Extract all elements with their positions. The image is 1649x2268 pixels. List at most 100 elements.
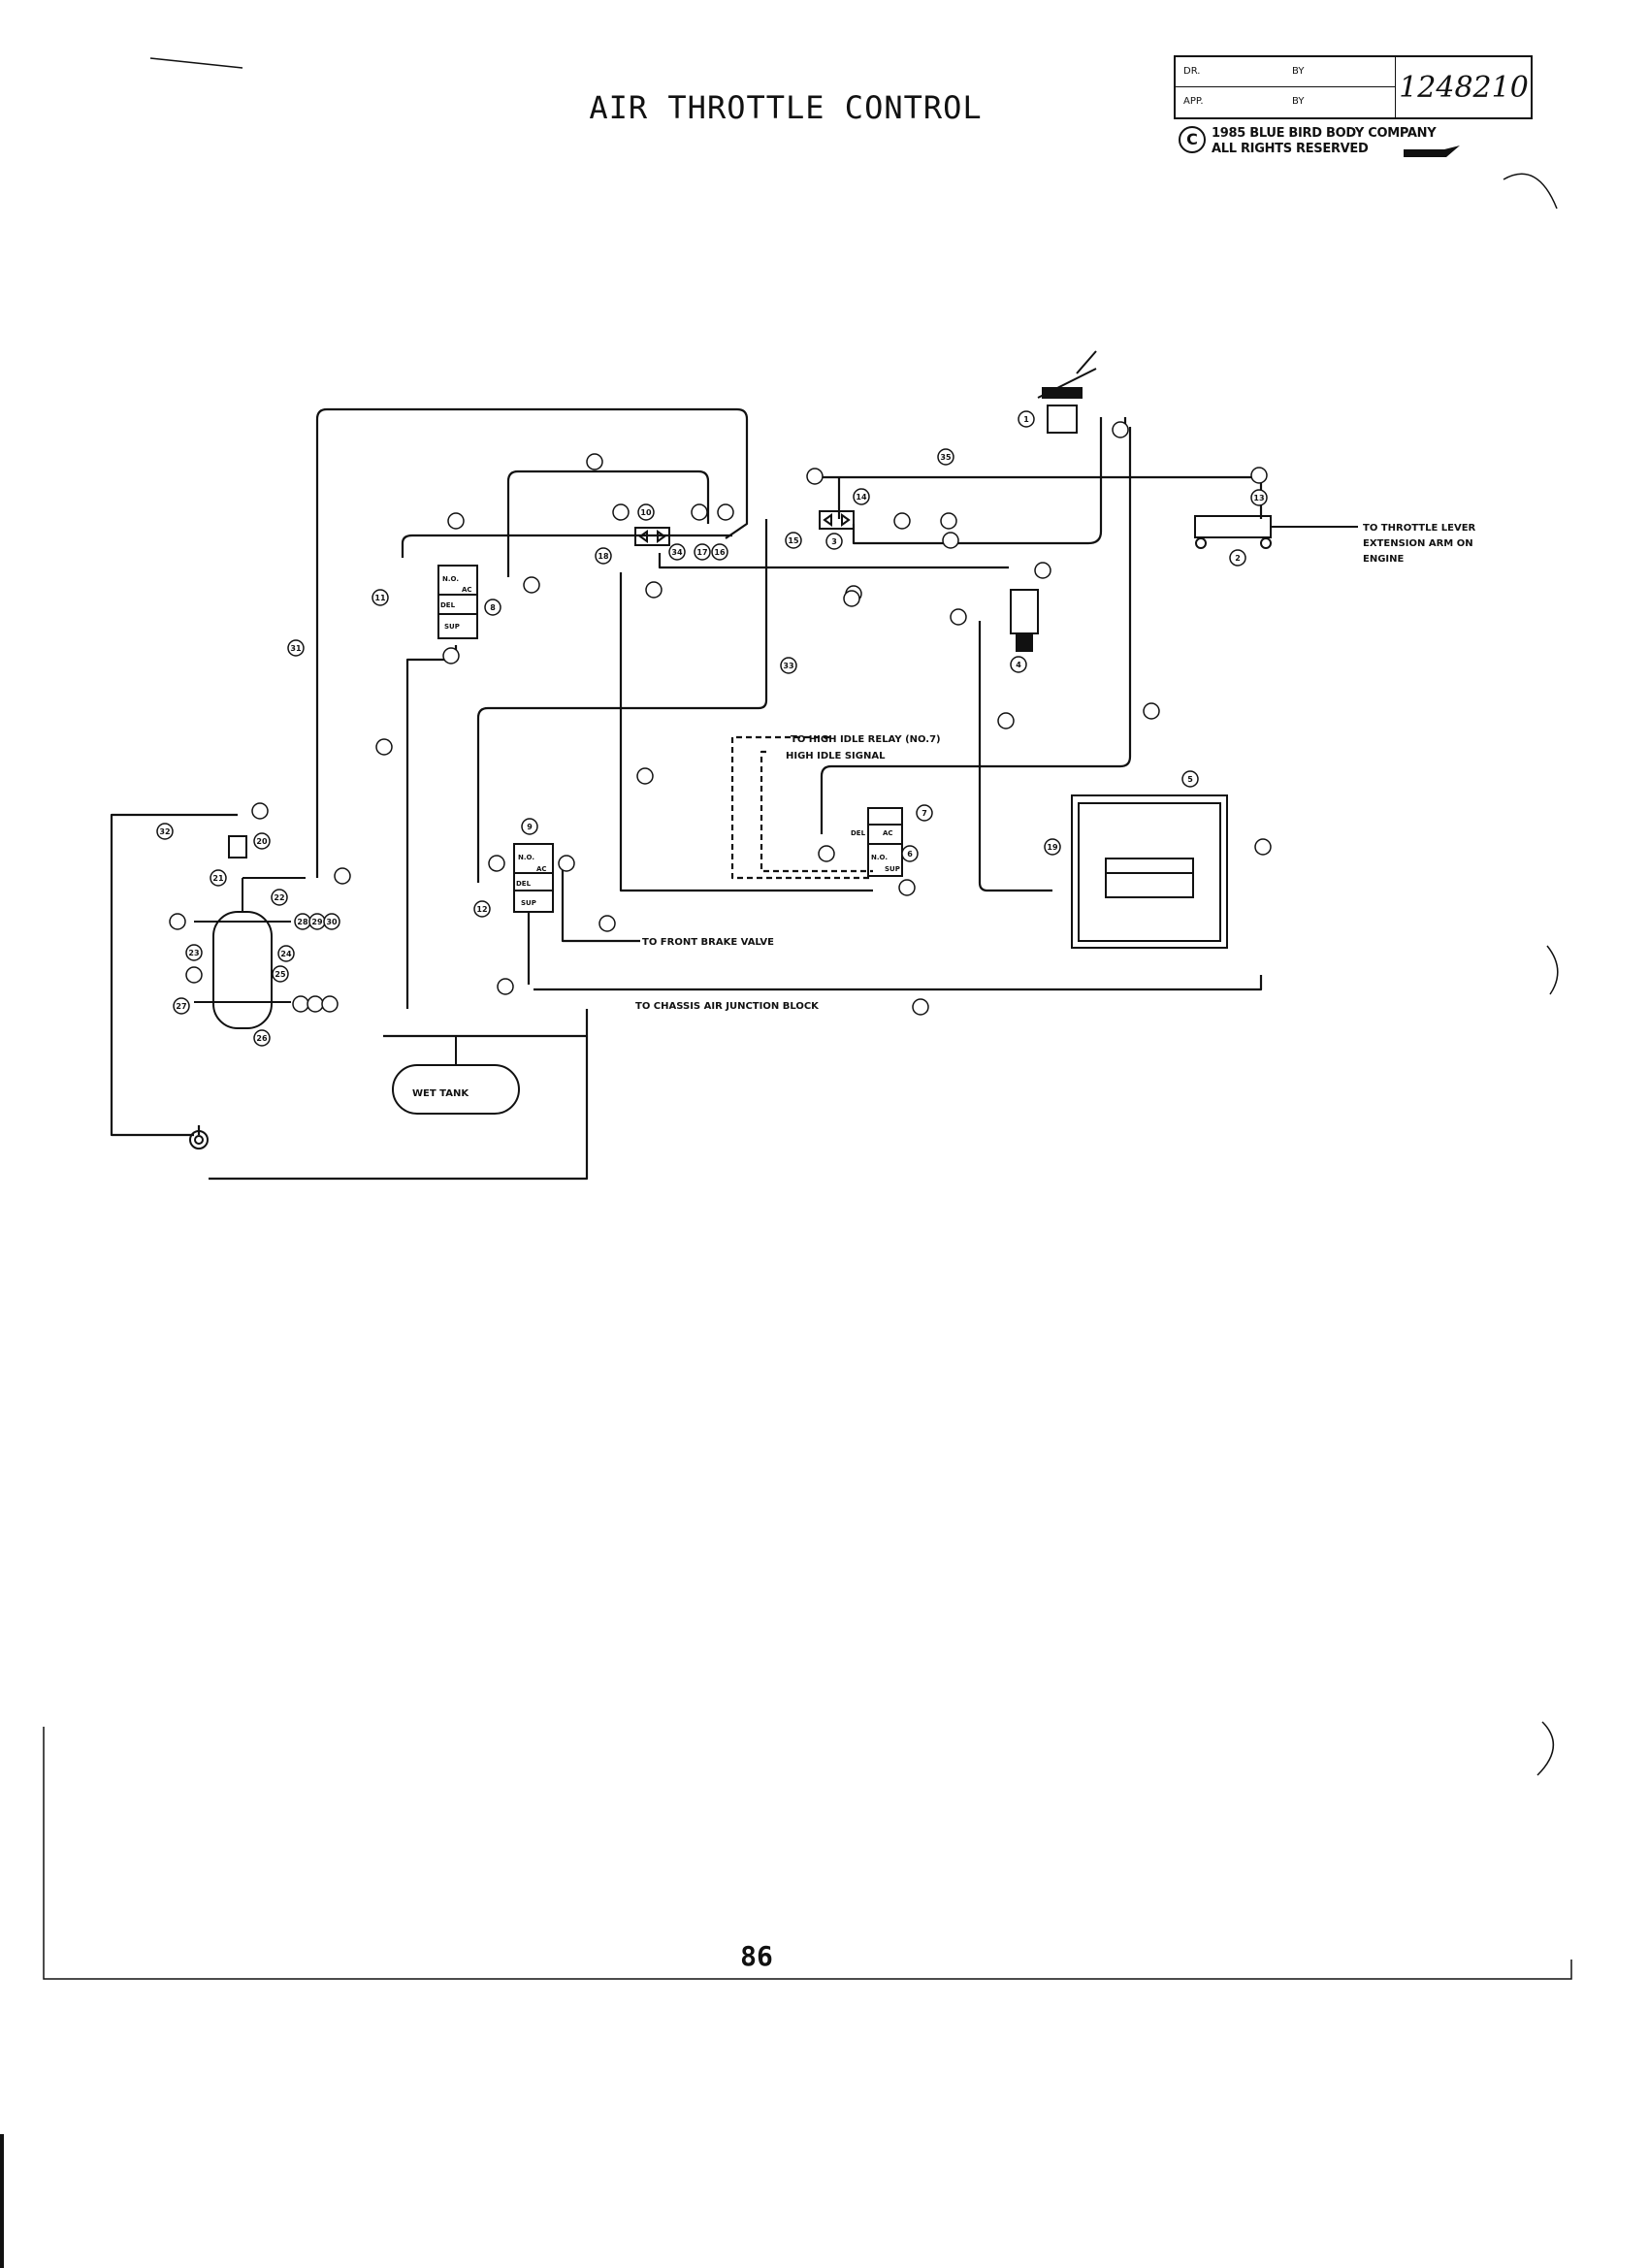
valve-8-del-mark: DEL xyxy=(440,601,456,609)
callout-13: 13 xyxy=(1253,494,1264,502)
callout-30: 30 xyxy=(326,918,338,926)
callout-32: 32 xyxy=(159,827,170,836)
callout-15: 15 xyxy=(788,536,799,545)
copyright-symbol: C xyxy=(1179,126,1206,153)
callout-14: 14 xyxy=(856,493,867,502)
treadle-valve xyxy=(1037,350,1097,434)
line-32 xyxy=(110,813,238,1137)
air-dryer-assembly xyxy=(194,835,306,1029)
high-idle-signal-line xyxy=(760,750,873,873)
double-check-valve-left xyxy=(634,527,670,546)
page-title: AIR THROTTLE CONTROL xyxy=(589,89,983,126)
valve-8-no-mark: N.O. xyxy=(442,575,459,583)
compressor xyxy=(189,1130,209,1150)
callout-2: 2 xyxy=(1235,554,1241,563)
callout-22: 22 xyxy=(274,893,284,902)
valve-8-ac-mark: AC xyxy=(462,586,472,594)
title-block-app-row: APP. BY xyxy=(1176,87,1395,117)
high-idle-signal-label: HIGH IDLE SIGNAL xyxy=(786,751,886,761)
callout-31: 31 xyxy=(290,644,302,653)
callout-25: 25 xyxy=(275,970,286,979)
dr-by-label: BY xyxy=(1292,66,1305,77)
logo-arrow-icon xyxy=(1404,146,1460,157)
callout-21: 21 xyxy=(212,874,224,883)
line-wet-tank-supply xyxy=(383,1009,589,1038)
line-to-front-brake xyxy=(561,863,640,943)
callout-24: 24 xyxy=(280,950,292,958)
valve-6-ac-mark: AC xyxy=(883,829,893,837)
high-idle-relay-label: TO HIGH IDLE RELAY (NO.7) xyxy=(791,734,941,745)
callout-10: 10 xyxy=(640,508,652,517)
relay-valve-8 xyxy=(437,565,478,639)
copyright-line-1: 1985 BLUE BIRD BODY COMPANY xyxy=(1212,126,1437,141)
line-31-horizontal xyxy=(658,553,1009,569)
callout-6: 6 xyxy=(907,850,913,859)
callout-17: 17 xyxy=(696,548,707,557)
valve-6-del-mark: DEL xyxy=(851,829,866,837)
high-idle-relay-line xyxy=(730,735,873,880)
valve-9-sup-mark: SUP xyxy=(521,899,536,907)
callout-12: 12 xyxy=(476,905,487,914)
throttle-cylinder xyxy=(1194,515,1358,549)
valve-6-sup-mark: SUP xyxy=(885,865,900,873)
valve-9-ac-mark: AC xyxy=(536,865,547,873)
valve-9-no-mark: N.O. xyxy=(518,854,534,861)
page-border xyxy=(0,57,1572,2268)
throttle-lever-label-1: TO THROTTLE LEVER xyxy=(1363,523,1476,534)
line-33 xyxy=(476,519,768,883)
callout-4: 4 xyxy=(1016,661,1021,669)
callout-34: 34 xyxy=(671,548,683,557)
line-31-down xyxy=(619,572,873,892)
page-number: 86 xyxy=(740,1940,773,1972)
relay-valve-6 xyxy=(867,807,903,877)
callout-20: 20 xyxy=(256,837,268,846)
callout-3: 3 xyxy=(831,537,837,546)
line-31-top-loop xyxy=(315,407,749,878)
chassis-air-junction-label: TO CHASSIS AIR JUNCTION BLOCK xyxy=(635,1001,820,1012)
wet-tank xyxy=(392,1036,520,1115)
valve-6-no-mark: N.O. xyxy=(871,854,888,861)
callout-35: 35 xyxy=(940,453,952,462)
line-31-right xyxy=(852,417,1103,545)
line-31-chassis xyxy=(534,975,1263,991)
line-compressor-return xyxy=(209,1036,589,1181)
line-31-high-idle xyxy=(820,417,1132,834)
callout-27: 27 xyxy=(176,1002,186,1011)
app-label: APP. xyxy=(1183,96,1204,107)
front-brake-valve-label: TO FRONT BRAKE VALVE xyxy=(642,937,774,948)
valve-9-del-mark: DEL xyxy=(516,880,532,888)
valve-8-sup-mark: SUP xyxy=(444,623,460,631)
double-check-valve-right xyxy=(819,510,855,530)
callout-8: 8 xyxy=(490,603,496,612)
line-31-mid-loop xyxy=(506,470,710,577)
app-by-label: BY xyxy=(1292,96,1305,107)
callout-bubbles xyxy=(156,410,1272,1047)
title-block: DR. BY APP. BY 1248210 xyxy=(1174,55,1533,119)
callout-18: 18 xyxy=(598,552,609,561)
title-block-dr-row: DR. BY xyxy=(1176,57,1395,87)
callout-7: 7 xyxy=(922,809,927,818)
relay-valve-9 xyxy=(513,843,554,913)
callout-23: 23 xyxy=(188,949,199,957)
line-31-valve8 xyxy=(401,534,621,558)
throttle-lever-label-2: EXTENSION ARM ON xyxy=(1363,538,1473,549)
callout-11: 11 xyxy=(374,594,386,602)
air-valve-4 xyxy=(1010,589,1039,652)
component-5-panel xyxy=(1071,794,1228,949)
callout-16: 16 xyxy=(714,548,726,557)
callout-19: 19 xyxy=(1047,843,1058,852)
line-31-wet-tank xyxy=(405,645,458,1009)
wet-tank-label: WET TANK xyxy=(412,1088,469,1099)
callout-33: 33 xyxy=(783,662,793,670)
callout-26: 26 xyxy=(256,1034,268,1043)
callout-29: 29 xyxy=(311,918,323,926)
copyright-line-2: ALL RIGHTS RESERVED xyxy=(1212,142,1369,156)
callout-28: 28 xyxy=(297,918,308,926)
callout-1: 1 xyxy=(1023,415,1029,424)
callout-5: 5 xyxy=(1187,775,1193,784)
throttle-lever-label-3: ENGINE xyxy=(1363,554,1404,565)
dr-label: DR. xyxy=(1183,66,1201,77)
callout-9: 9 xyxy=(527,823,533,831)
line-31-to-19 xyxy=(978,621,1052,892)
